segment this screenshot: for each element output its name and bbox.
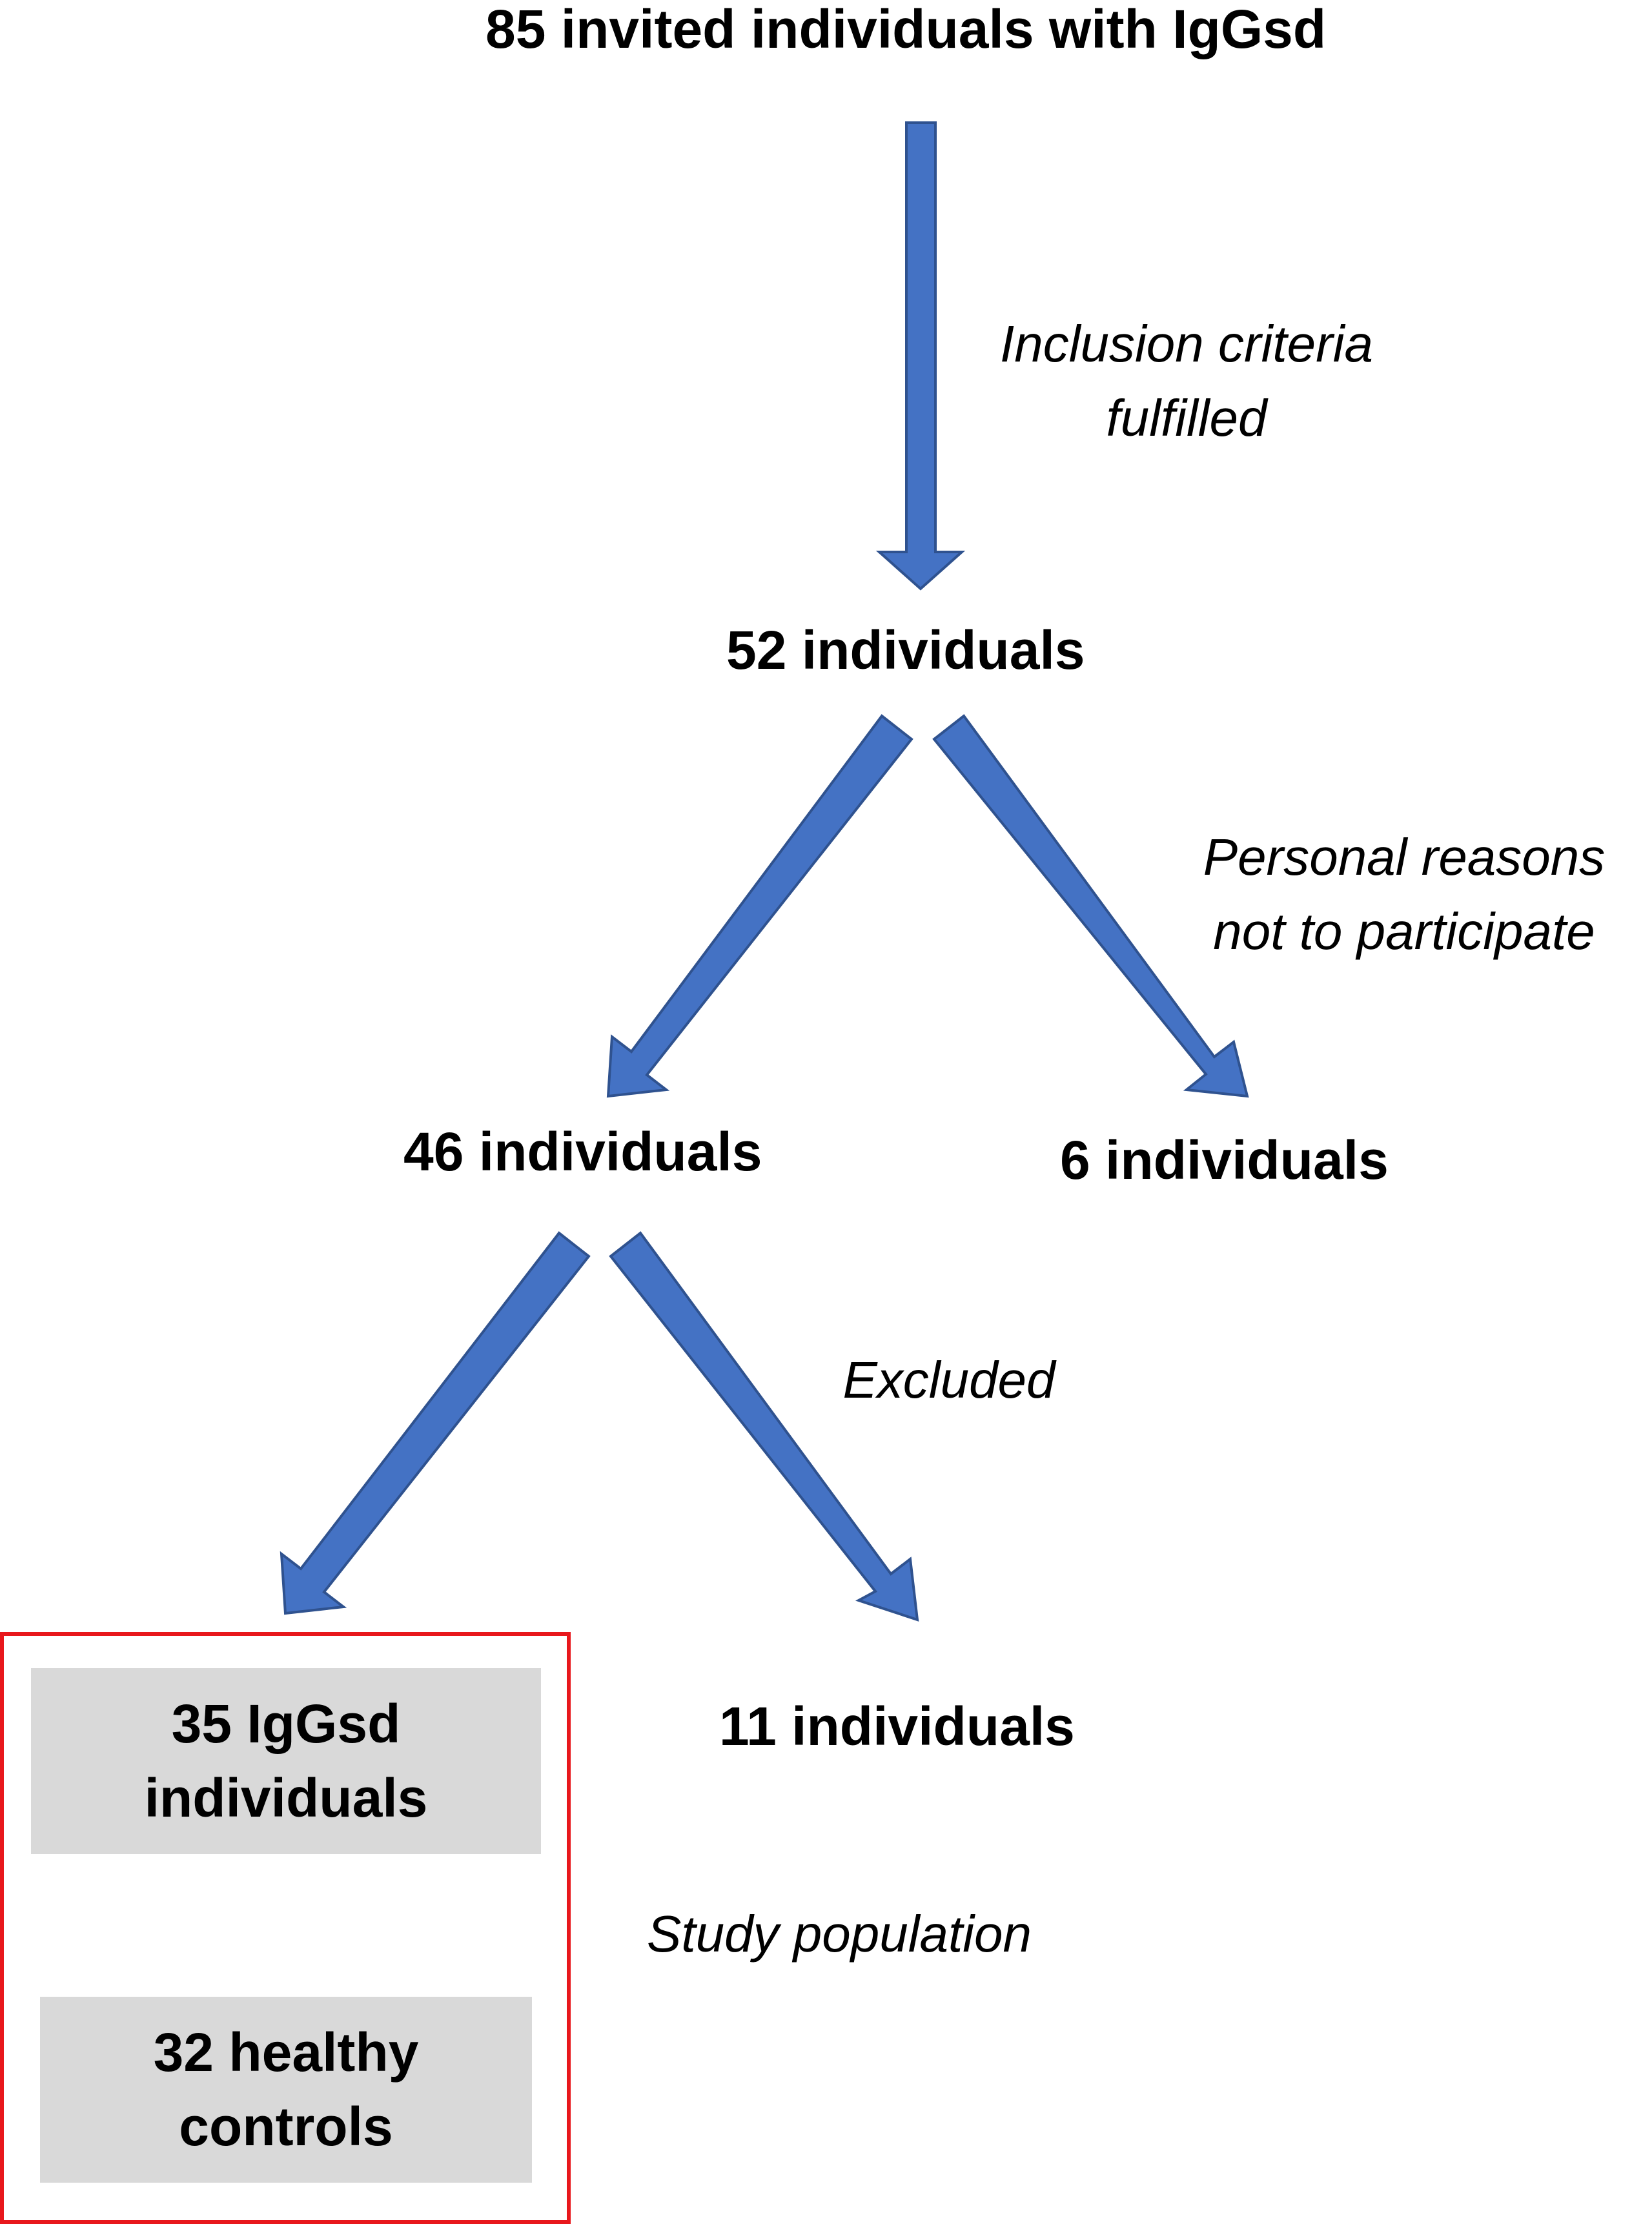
node-46-individuals: 46 individuals bbox=[403, 1121, 762, 1182]
label-inclusion-line2: fulfilled bbox=[1106, 389, 1267, 447]
node-invited: 85 invited individuals with IgGsd bbox=[485, 0, 1327, 59]
node-6-individuals: 6 individuals bbox=[1060, 1130, 1389, 1190]
arrow-52-to-46 bbox=[606, 714, 913, 1098]
box-iggsd-individuals: 35 IgGsd individuals bbox=[31, 1668, 541, 1854]
label-personal-line2: not to participate bbox=[1213, 903, 1595, 960]
box-controls-text: 32 healthy controls bbox=[154, 2015, 419, 2164]
box-iggsd-line2: individuals bbox=[144, 1768, 428, 1828]
study-population-frame bbox=[0, 1632, 571, 2224]
label-personal-reasons: Personal reasons not to participate bbox=[1159, 820, 1649, 968]
box-controls-line2: controls bbox=[179, 2096, 393, 2157]
box-controls-line1: 32 healthy bbox=[153, 2022, 419, 2083]
box-iggsd-line1: 35 IgGsd bbox=[171, 1693, 401, 1754]
node-11-individuals: 11 individuals bbox=[719, 1696, 1075, 1757]
label-study-population: Study population bbox=[646, 1905, 1032, 1963]
box-iggsd-text: 35 IgGsd individuals bbox=[145, 1687, 428, 1835]
label-inclusion-line1: Inclusion criteria bbox=[999, 315, 1373, 372]
node-52-individuals: 52 individuals bbox=[726, 620, 1085, 680]
arrow-46-to-11 bbox=[609, 1231, 919, 1622]
label-inclusion-criteria: Inclusion criteria fulfilled bbox=[948, 307, 1425, 455]
arrow-46-to-study-population bbox=[280, 1231, 591, 1615]
arrow-invited-to-52 bbox=[875, 121, 966, 591]
box-healthy-controls: 32 healthy controls bbox=[40, 1997, 532, 2183]
arrow-52-to-6 bbox=[932, 714, 1249, 1098]
label-excluded: Excluded bbox=[842, 1351, 1055, 1409]
label-personal-line1: Personal reasons bbox=[1203, 828, 1606, 886]
